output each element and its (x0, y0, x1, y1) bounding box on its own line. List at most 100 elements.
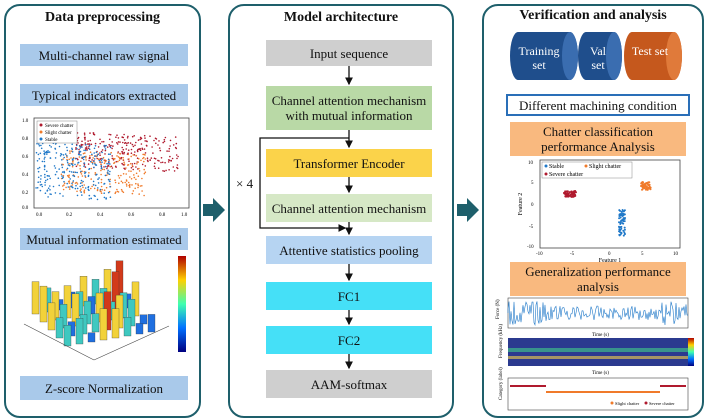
scatter-point (82, 158, 85, 161)
scatter-point (52, 185, 55, 188)
scatter-point (79, 168, 81, 170)
mi-bar (131, 281, 140, 317)
tsne-point (621, 213, 623, 216)
repeat-label: × 4 (236, 176, 254, 191)
scatter-point (165, 169, 167, 172)
scatter-point (68, 186, 71, 188)
tsne-ytick: 0 (531, 203, 534, 208)
scatter-point (104, 159, 106, 161)
scatter-point (127, 152, 129, 154)
scatter-point (82, 152, 85, 155)
scatter-point (112, 145, 114, 147)
scatter-point (135, 178, 137, 181)
scatter-point (76, 183, 79, 185)
scatter-point (63, 182, 66, 185)
scatter-point (133, 162, 136, 165)
scatter-point (82, 156, 85, 158)
scatter-point (99, 138, 101, 141)
mi-bar (91, 313, 100, 333)
scatter-point (92, 132, 95, 134)
scatter-point (134, 151, 136, 153)
scatter-point (74, 157, 77, 160)
tsne-xtick: 0 (608, 252, 611, 257)
scatter-point (107, 191, 110, 194)
scatter-point (138, 193, 140, 195)
scatter-point (111, 167, 114, 169)
scatter-point (83, 164, 86, 166)
scatter-point (98, 159, 101, 162)
scatter-point (70, 163, 73, 165)
scatter-point (135, 172, 138, 175)
verification-title: Verification and analysis (519, 8, 667, 23)
time-axis-label-1: Time (s) (592, 333, 609, 338)
scatter-point (94, 142, 97, 145)
scatter-point (85, 143, 87, 146)
scatter-point (84, 171, 87, 173)
scatter-point (87, 186, 89, 189)
scatter-point (117, 152, 119, 154)
scatter-point (83, 149, 85, 152)
indicators-step: Typical indicators extracted (20, 84, 188, 106)
scatter-point (87, 140, 89, 142)
scatter-point (133, 154, 136, 156)
scatter-point (142, 153, 144, 156)
scatter-point (44, 181, 46, 184)
mi-bar (71, 293, 80, 327)
scatter-point (37, 153, 40, 156)
legend-slight-marker (39, 130, 43, 134)
scatter-ytick: 0.2 (22, 191, 29, 196)
scatter-point (81, 194, 83, 196)
scatter-point (122, 141, 124, 144)
scatter-point (96, 189, 99, 192)
scatter-point (137, 186, 139, 189)
tsne-point (622, 229, 625, 232)
scatter-point (125, 185, 128, 187)
scatter-point (125, 144, 128, 147)
scatter-point (46, 153, 48, 155)
scatter-point (117, 160, 119, 163)
scatter-point (78, 150, 81, 153)
scatter-point (101, 151, 103, 154)
tsne-point (623, 220, 626, 223)
scatter-point (159, 149, 162, 152)
scatter-point (120, 188, 123, 191)
scatter-point (87, 163, 90, 165)
scatter-point (118, 182, 120, 184)
tsne-point (645, 188, 647, 191)
scatter-point (92, 184, 95, 186)
scatter-point (157, 167, 160, 169)
scatter-point (122, 159, 125, 161)
scatter-point (88, 198, 91, 200)
tsne-point (623, 226, 626, 229)
scatter-point (63, 156, 65, 159)
tsne-legend-stable: Stable (549, 164, 564, 170)
scatter-point (127, 181, 130, 184)
scatter-point (85, 146, 88, 148)
tsne-legend-severe: Severe chatter (549, 172, 583, 178)
scatter-point (144, 152, 147, 154)
tsne-xtick: -10 (536, 252, 543, 257)
scatter-point (43, 158, 46, 160)
scatter-point (62, 174, 65, 177)
scatter-point (143, 172, 146, 175)
scatter-point (108, 162, 110, 165)
tsne-point (647, 181, 650, 184)
scatter-point (69, 150, 71, 152)
scatter-point (99, 188, 102, 191)
tsne-plot: Stable Slight chatter Severe chatter Fea… (518, 159, 681, 264)
scatter-point (138, 148, 140, 150)
scatter-point (170, 160, 172, 162)
scatter-point (68, 174, 70, 176)
scatter-point (103, 166, 105, 168)
scatter-point (68, 158, 70, 161)
scatter-point (35, 151, 38, 154)
scatter-point (44, 184, 46, 186)
scatter-point (100, 169, 102, 172)
scatter-point (99, 190, 101, 192)
scatter-point (172, 144, 175, 146)
scatter-point (89, 160, 92, 163)
scatter-point (39, 181, 42, 183)
scatter-point (109, 183, 111, 185)
scatter-point (76, 157, 78, 160)
scatter-point (100, 159, 103, 162)
